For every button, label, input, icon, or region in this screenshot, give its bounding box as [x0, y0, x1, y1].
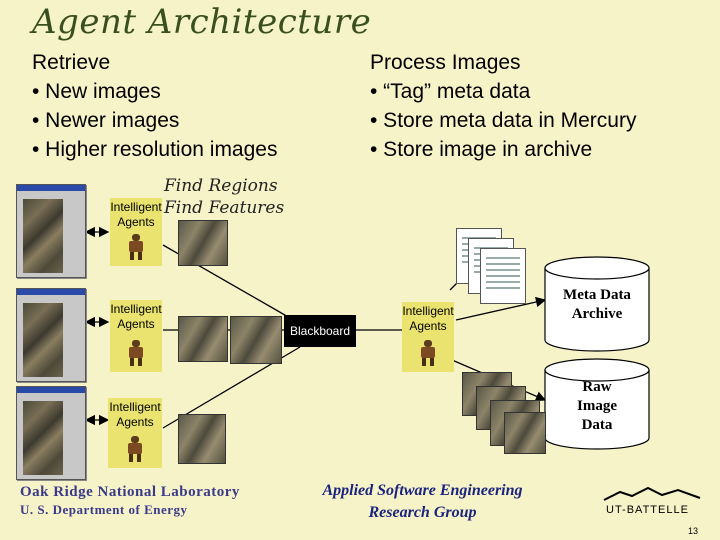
find-regions-label: Find Regions — [164, 176, 278, 196]
app-window-screenshot — [16, 184, 86, 278]
agent-label-line2: Agents — [117, 215, 155, 229]
group-line2: Research Group — [368, 504, 477, 521]
satellite-image-thumbnail — [230, 316, 282, 364]
process-heading: Process Images — [370, 51, 521, 74]
process-item: • “Tag” meta data — [370, 80, 531, 103]
agent-label-line1: Intelligent — [109, 400, 161, 414]
robot-icon — [125, 340, 147, 366]
raw-image-line: Raw — [582, 379, 612, 395]
slide-title: Agent Architecture — [32, 2, 372, 42]
ornl-line2: U. S. Department of Energy — [20, 502, 188, 517]
agent-label-line1: Intelligent — [402, 304, 454, 318]
meta-data-archive-label: Meta Data Archive — [545, 286, 649, 324]
agent-label-line2: Agents — [117, 317, 155, 331]
group-line1: Applied Software Engineering — [322, 482, 523, 499]
agent-label-line1: Intelligent — [110, 200, 162, 214]
process-item: • Store meta data in Mercury — [370, 109, 637, 132]
raw-image-data-label: Raw Image Data — [545, 378, 649, 435]
satellite-image-thumbnail — [178, 414, 226, 464]
ut-battelle-logo — [603, 486, 701, 501]
process-item: • Store image in archive — [370, 138, 593, 161]
metadata-document — [480, 248, 526, 304]
raw-image-stack-item — [504, 412, 546, 454]
find-features-label: Find Features — [164, 198, 285, 218]
satellite-image-thumbnail — [178, 316, 228, 362]
robot-icon — [125, 234, 147, 260]
robot-icon — [417, 340, 439, 366]
meta-archive-line: Meta Data — [563, 287, 631, 303]
raw-image-line: Image — [577, 398, 617, 414]
retrieve-item: • Newer images — [32, 109, 180, 132]
arrow-agent4-metadata — [455, 296, 547, 321]
robot-icon — [124, 436, 146, 462]
raw-image-cylinder — [544, 358, 650, 450]
research-group-label: Applied Software Engineering Research Gr… — [300, 480, 545, 524]
satellite-image-thumbnail — [178, 220, 228, 266]
agent-label-line2: Agents — [409, 319, 447, 333]
blackboard-box: Blackboard — [284, 315, 356, 347]
retrieve-heading: Retrieve — [32, 51, 111, 74]
agent-label-line1: Intelligent — [110, 302, 162, 316]
retrieve-item: • New images — [32, 80, 161, 103]
ut-battelle-logo-text: UT-BATTELLE — [606, 504, 689, 516]
ornl-line1: Oak Ridge National Laboratory — [20, 484, 240, 500]
process-list: Process Images • “Tag” meta data • Store… — [370, 48, 636, 164]
retrieve-list: Retrieve • New images • Newer images • H… — [32, 48, 277, 164]
agent-label-line2: Agents — [116, 415, 154, 429]
app-window-screenshot — [16, 386, 86, 480]
app-window-screenshot — [16, 288, 86, 382]
page-number: 13 — [688, 526, 699, 536]
meta-data-cylinder — [544, 256, 650, 352]
raw-image-line: Data — [581, 417, 613, 433]
retrieve-item: • Higher resolution images — [32, 138, 278, 161]
meta-archive-line: Archive — [571, 306, 623, 322]
